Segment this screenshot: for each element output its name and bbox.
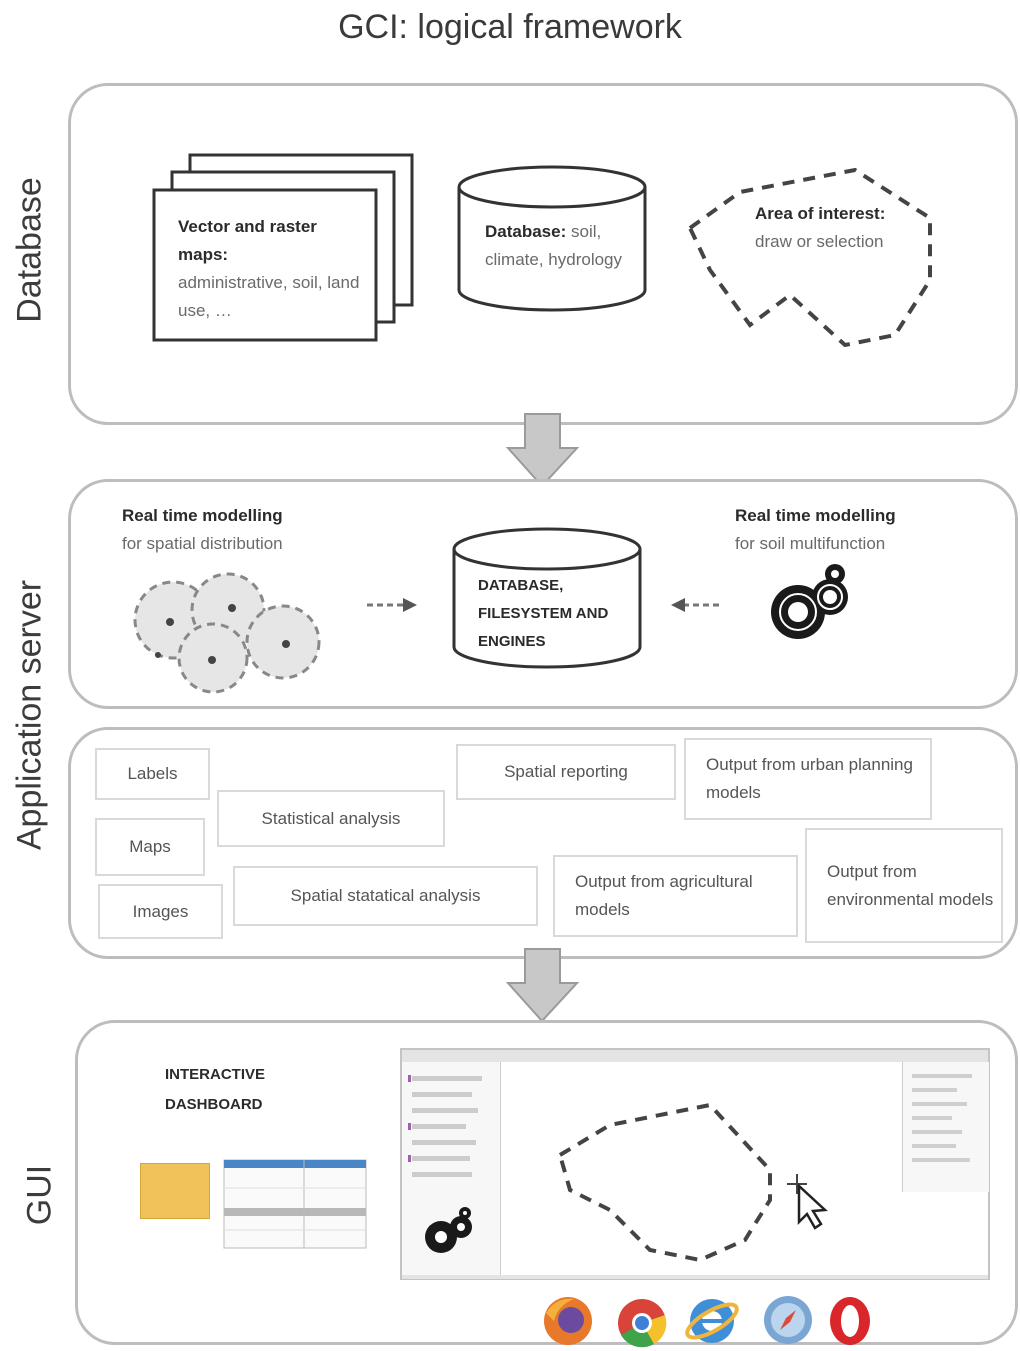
server-database-cylinder-icon — [452, 527, 642, 669]
maps-text: Vector and raster maps: administrative, … — [178, 213, 368, 325]
dashboard-tile — [140, 1163, 210, 1219]
aoi-text: Area of interest: draw or selection — [755, 200, 905, 256]
aoi-bold: Area of interest: — [755, 204, 886, 223]
database-cylinder-icon — [457, 165, 647, 312]
server-cylinder-label: DATABASE, FILESYSTEM AND ENGINES — [478, 577, 609, 650]
arrow-right-icon — [367, 598, 417, 612]
layers-list-icon — [912, 1074, 972, 1162]
chrome-icon — [618, 1299, 667, 1348]
spatial-modelling-rest: for spatial distribution — [122, 534, 283, 553]
db-bold: Database: — [485, 222, 567, 241]
gears-icon — [771, 564, 848, 639]
soil-modelling-bold: Real time modelling — [735, 506, 896, 525]
output-labels: Labels — [95, 748, 210, 800]
output-environmental: Output from environmental models — [805, 828, 1003, 943]
diagram-title: GCI: logical framework — [338, 8, 682, 46]
output-spatial-reporting: Spatial reporting — [456, 744, 676, 800]
aoi-rest: draw or selection — [755, 232, 884, 251]
spatial-modelling-text: Real time modelling for spatial distribu… — [122, 502, 382, 558]
dashboard-table-icon — [223, 1159, 367, 1249]
dashboard-label: INTERACTIVE DASHBOARD — [165, 1066, 266, 1113]
safari-icon — [764, 1296, 812, 1344]
sidebar-list-icon — [408, 1075, 482, 1177]
spatial-cluster-icon — [133, 572, 321, 694]
gears-icon — [425, 1207, 472, 1253]
window-right-sidebar — [902, 1062, 989, 1192]
arrow-left-icon — [671, 598, 720, 612]
ie-icon — [685, 1299, 739, 1343]
soil-modelling-rest: for soil multifunction — [735, 534, 886, 553]
maps-bold: Vector and raster maps: — [178, 217, 317, 264]
db-text: Database: soil, climate, hydrology — [485, 218, 635, 274]
window-statusbar — [402, 1275, 988, 1279]
map-area-of-interest-icon — [557, 1102, 772, 1263]
output-urban: Output from urban planning models — [684, 738, 932, 820]
maps-rest: administrative, soil, land use, … — [178, 273, 360, 320]
window-toolbar — [402, 1050, 988, 1062]
firefox-icon — [544, 1297, 592, 1345]
output-spatial-statistical: Spatial statatical analysis — [233, 866, 538, 926]
db-rest: soil, climate, hydrology — [485, 222, 623, 269]
layer-label-database: Database — [10, 177, 49, 323]
arrow-down-icon — [505, 948, 580, 1023]
output-images: Images — [98, 884, 223, 939]
area-of-interest-icon — [687, 167, 932, 348]
output-statistical: Statistical analysis — [217, 790, 445, 847]
layer-label-gui: GUI — [20, 1164, 59, 1226]
output-agricultural: Output from agricultural models — [553, 855, 798, 937]
stacked-maps-icon — [152, 153, 414, 342]
soil-modelling-text: Real time modelling for soil multifuncti… — [735, 502, 995, 558]
spatial-modelling-bold: Real time modelling — [122, 506, 283, 525]
cursor-icon — [787, 1174, 828, 1230]
opera-icon — [830, 1297, 870, 1345]
output-maps: Maps — [95, 818, 205, 876]
layer-label-application-server: Application server — [10, 579, 49, 851]
arrow-down-icon — [505, 413, 580, 488]
